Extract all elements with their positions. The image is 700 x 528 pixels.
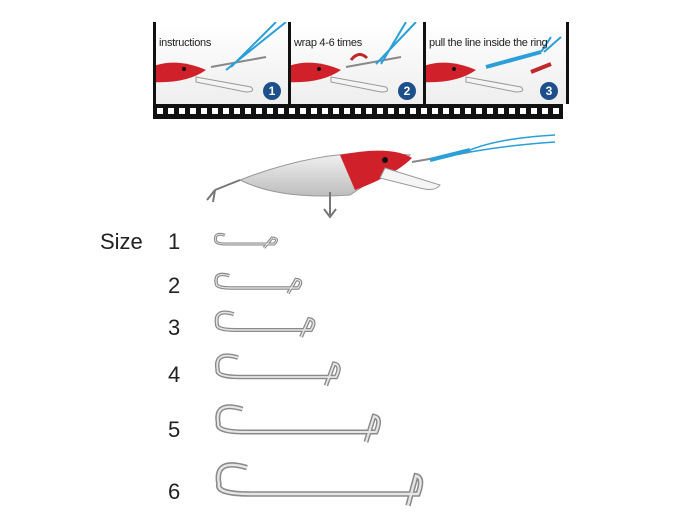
film-hole [421, 108, 427, 114]
size-heading: Size [100, 229, 143, 254]
step-caption: wrap 4-6 times [294, 37, 362, 49]
step-panel-2: wrap 4-6 times 2 [288, 22, 424, 104]
film-hole [366, 108, 372, 114]
film-hole [168, 108, 174, 114]
film-hole [289, 108, 295, 114]
step-panel-3: pull the line inside the ring 3 [423, 22, 569, 104]
film-hole [432, 108, 438, 114]
film-hole [223, 108, 229, 114]
film-hole [498, 108, 504, 114]
film-hole [476, 108, 482, 114]
film-hole [322, 108, 328, 114]
lure-illustration-icon [426, 36, 562, 93]
film-hole [245, 108, 251, 114]
film-hole [267, 108, 273, 114]
size-label: 4 [168, 362, 181, 387]
film-hole [355, 108, 361, 114]
snap-clip-size-4 [214, 353, 341, 387]
film-hole [542, 108, 548, 114]
snap-clip-size-6 [215, 462, 424, 507]
size-label: 1 [168, 229, 181, 254]
step-number-badge: 2 [398, 82, 416, 100]
film-hole [256, 108, 262, 114]
film-hole [454, 108, 460, 114]
film-hole [300, 108, 306, 114]
film-strip [153, 104, 563, 119]
film-hole [531, 108, 537, 114]
snap-clip-size-5 [215, 404, 382, 443]
snap-clip-size-2 [214, 272, 303, 295]
step-number-badge: 1 [263, 82, 281, 100]
film-hole [509, 108, 515, 114]
film-hole [553, 108, 559, 114]
step-number-badge: 3 [540, 82, 558, 100]
film-hole [465, 108, 471, 114]
lure-illustration-icon [291, 22, 417, 93]
step-caption: instructions [159, 37, 212, 49]
step-panel-1: instructions 1 [153, 22, 289, 104]
film-hole [388, 108, 394, 114]
snap-clip-size-3 [214, 310, 316, 338]
film-hole [410, 108, 416, 114]
snap-clip-size-1 [213, 232, 279, 249]
film-hole [201, 108, 207, 114]
film-hole [311, 108, 317, 114]
film-hole [157, 108, 163, 114]
lure-with-clip-icon [206, 134, 556, 219]
step-caption: pull the line inside the ring [429, 37, 548, 49]
film-hole [520, 108, 526, 114]
film-hole [443, 108, 449, 114]
size-label: 6 [168, 479, 181, 504]
instruction-filmstrip: instructions 1 wrap 4-6 times 2 pull the… [153, 22, 569, 119]
size-label: 3 [168, 315, 181, 340]
film-hole [344, 108, 350, 114]
film-hole [234, 108, 240, 114]
size-label: 5 [168, 417, 181, 442]
film-hole [190, 108, 196, 114]
size-label: 2 [168, 273, 181, 298]
film-hole [333, 108, 339, 114]
film-hole [399, 108, 405, 114]
film-hole [212, 108, 218, 114]
film-hole [377, 108, 383, 114]
lure-illustration-icon [156, 22, 287, 93]
film-hole [278, 108, 284, 114]
film-hole [179, 108, 185, 114]
film-hole [487, 108, 493, 114]
